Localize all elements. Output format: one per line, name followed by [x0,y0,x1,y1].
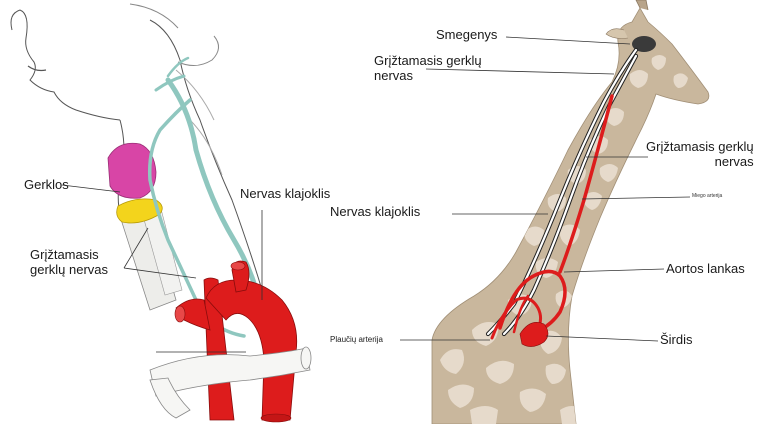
label-carotid-artery: Miego arterija [692,194,722,200]
artery-cut-bottom [261,414,291,422]
leader-brain [506,37,630,44]
human-illustration [11,4,311,422]
label-vagus-nerve-giraffe: Nervas klajoklis [330,205,420,220]
label-recurrent-laryngeal-nerve-human: Grįžtamasis gerklų nervas [30,248,108,278]
label-pulmonary-artery: Plaučių arterija [330,335,383,344]
label-recurrent-laryngeal-nerve-right: Grįžtamasis gerklų nervas [646,140,754,170]
label-larynx: Gerklos [24,178,69,193]
label-brain: Smegenys [436,28,497,43]
artery-cut-top [231,262,245,270]
giraffe-horn [636,0,648,10]
label-recurrent-laryngeal-nerve-top: Grįžtamasis gerklų nervas [374,54,482,84]
label-heart: Širdis [660,333,693,348]
label-vagus-nerve-human: Nervas klajoklis [240,187,330,202]
artery-cut-left [175,306,185,322]
label-aortic-arch: Aortos lankas [666,262,745,277]
human-arteries [175,261,297,422]
